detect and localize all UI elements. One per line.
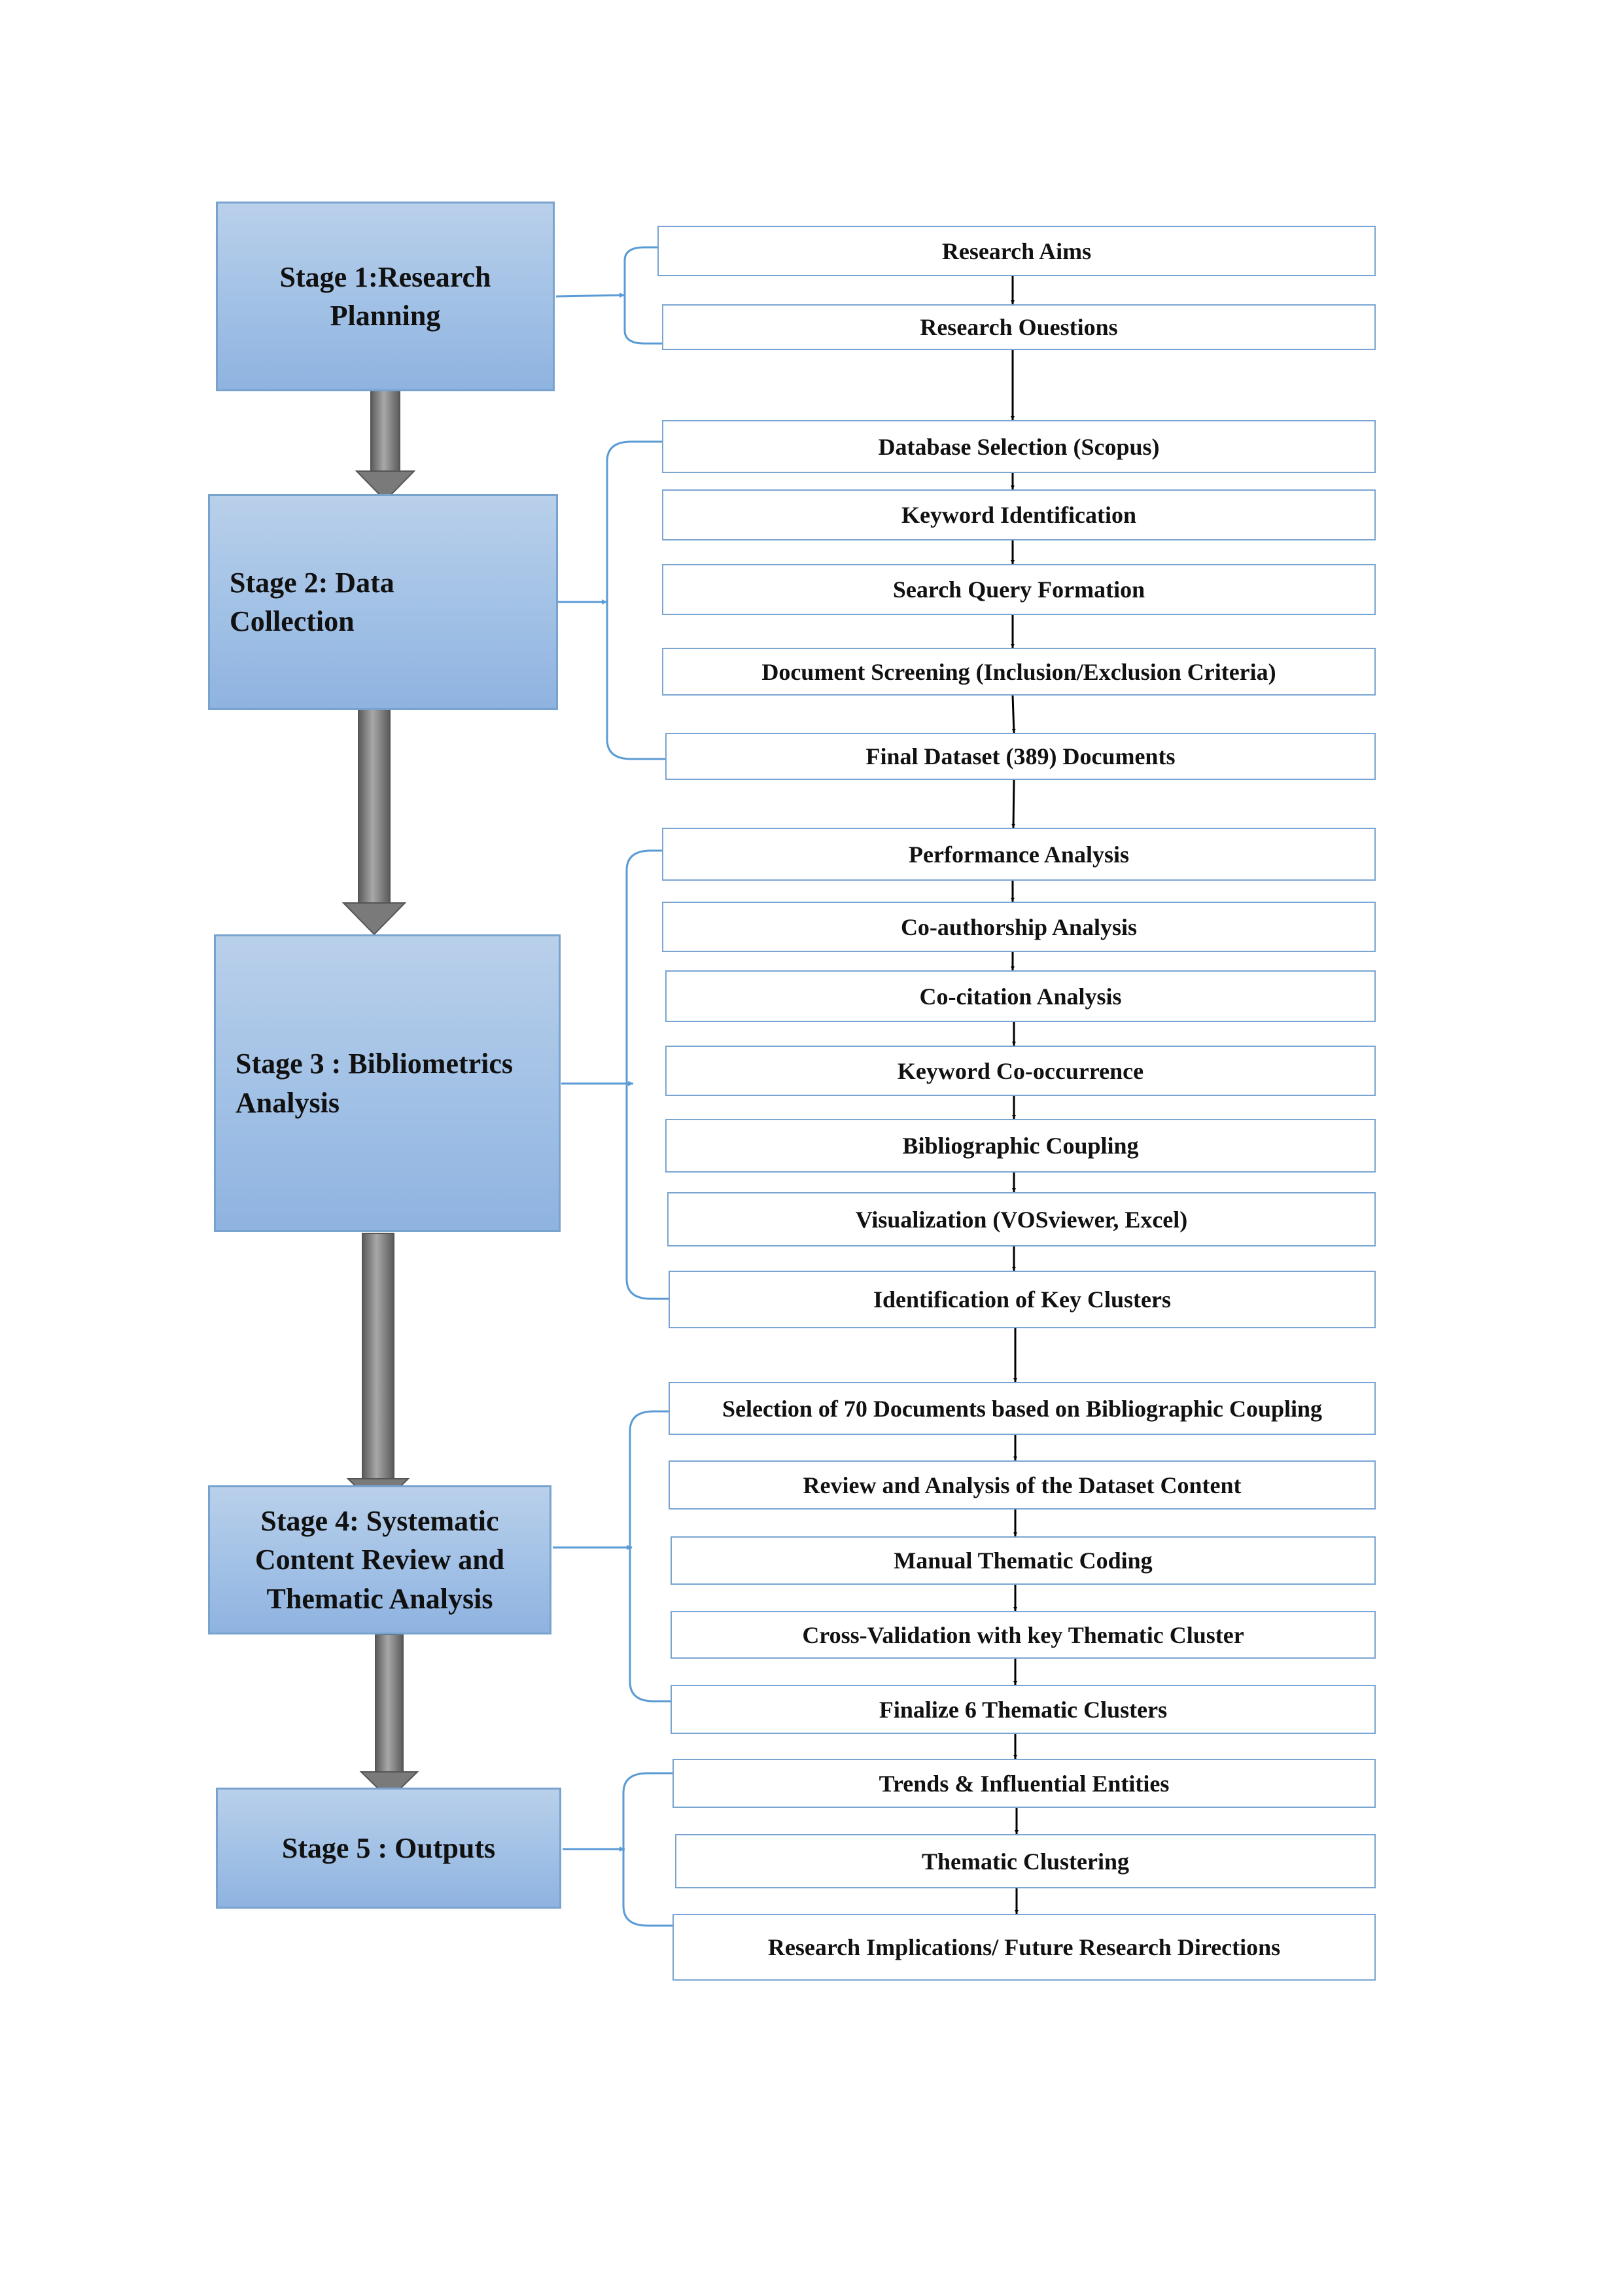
step-label: Manual Thematic Coding [894, 1547, 1153, 1574]
step-box: Selection of 70 Documents based on Bibli… [669, 1382, 1376, 1435]
step-label: Trends & Influential Entities [879, 1770, 1170, 1797]
step-box: Research Implications/ Future Research D… [672, 1914, 1376, 1981]
step-box: Cross-Validation with key Thematic Clust… [671, 1611, 1376, 1659]
step-label: Selection of 70 Documents based on Bibli… [722, 1395, 1323, 1422]
step-box: Finalize 6 Thematic Clusters [671, 1685, 1376, 1734]
step-box: Co-authorship Analysis [662, 902, 1376, 952]
step-label: Visualization (VOSviewer, Excel) [855, 1206, 1188, 1233]
step-label: Review and Analysis of the Dataset Conte… [803, 1472, 1242, 1498]
stage1-to-stage2-arrow [355, 385, 416, 502]
step-label: Research Implications/ Future Research D… [767, 1934, 1281, 1960]
step-box: Research Ouestions [662, 304, 1376, 350]
step-label: Thematic Clustering [922, 1848, 1129, 1875]
step-label: Keyword Co-occurrence [897, 1057, 1144, 1084]
stage-connectors [553, 292, 633, 1852]
stage4-bracket [629, 1410, 671, 1703]
stage3-bracket [625, 849, 669, 1300]
stage-3-label: Stage 3 : Bibliometrics Analysis [236, 1048, 514, 1119]
step-arrow [1011, 779, 1016, 828]
step-label: Bibliographic Coupling [902, 1133, 1139, 1159]
step-label: Database Selection (Scopus) [878, 433, 1160, 460]
step-box: Thematic Clustering [675, 1834, 1376, 1888]
step-label: Co-authorship Analysis [900, 913, 1138, 940]
step-box: Trends & Influential Entities [672, 1759, 1376, 1808]
stage-4-label: Stage 4: Systematic Content Review and T… [254, 1504, 505, 1615]
step-box: Keyword Identification [662, 489, 1376, 540]
step-label: Document Screening (Inclusion/Exclusion … [761, 658, 1276, 685]
step-label: Performance Analysis [909, 841, 1129, 868]
stage5-bracket [622, 1772, 672, 1927]
stage1-connector [555, 292, 625, 298]
stage-1-box: Stage 1:Research Planning [216, 202, 555, 391]
step-box: Search Query Formation [662, 564, 1376, 615]
step-label: Search Query Formation [892, 576, 1145, 603]
step-box: Review and Analysis of the Dataset Conte… [669, 1460, 1376, 1510]
step-label: Co-citation Analysis [919, 983, 1122, 1010]
step-box: Performance Analysis [662, 828, 1376, 881]
step-box: Co-citation Analysis [665, 970, 1376, 1022]
step-box: Visualization (VOSviewer, Excel) [667, 1192, 1376, 1246]
step-label: Keyword Identification [901, 502, 1136, 528]
step-label: Finalize 6 Thematic Clusters [879, 1696, 1168, 1723]
step-box: Database Selection (Scopus) [662, 420, 1376, 473]
step-box: Manual Thematic Coding [671, 1536, 1376, 1585]
step-label: Identification of Key Clusters [873, 1286, 1171, 1313]
stage2-to-stage3-arrow [341, 707, 407, 936]
stage-2-label: Stage 2: Data Collection [230, 566, 394, 637]
stage-3-box: Stage 3 : Bibliometrics Analysis [214, 934, 561, 1232]
step-label: Cross-Validation with key Thematic Clust… [802, 1621, 1244, 1648]
step-arrows [1011, 276, 1019, 1914]
step-label: Research Ouestions [920, 314, 1118, 340]
stage-1-label: Stage 1:Research Planning [279, 260, 491, 332]
step-box: Document Screening (Inclusion/Exclusion … [662, 648, 1376, 696]
stage4-to-stage5-arrow [359, 1634, 419, 1801]
stage-5-box: Stage 5 : Outputs [216, 1788, 561, 1909]
step-box: Keyword Co-occurrence [665, 1046, 1376, 1096]
stage3-to-stage4-arrow [346, 1233, 410, 1510]
stage1-bracket [623, 246, 662, 345]
step-box: Identification of Key Clusters [669, 1271, 1376, 1328]
step-label: Research Aims [941, 238, 1092, 264]
step-box: Research Aims [657, 226, 1376, 276]
stage-5-label: Stage 5 : Outputs [281, 1831, 496, 1864]
stage2-bracket [606, 440, 665, 760]
stage-4-box: Stage 4: Systematic Content Review and T… [208, 1485, 551, 1634]
step-box: Bibliographic Coupling [665, 1119, 1376, 1173]
step-label: Final Dataset (389) Documents [865, 743, 1176, 769]
step-arrow [1011, 695, 1016, 733]
group-brackets [606, 246, 672, 1927]
stage-2-box: Stage 2: Data Collection [208, 494, 558, 710]
step-box: Final Dataset (389) Documents [665, 733, 1376, 780]
